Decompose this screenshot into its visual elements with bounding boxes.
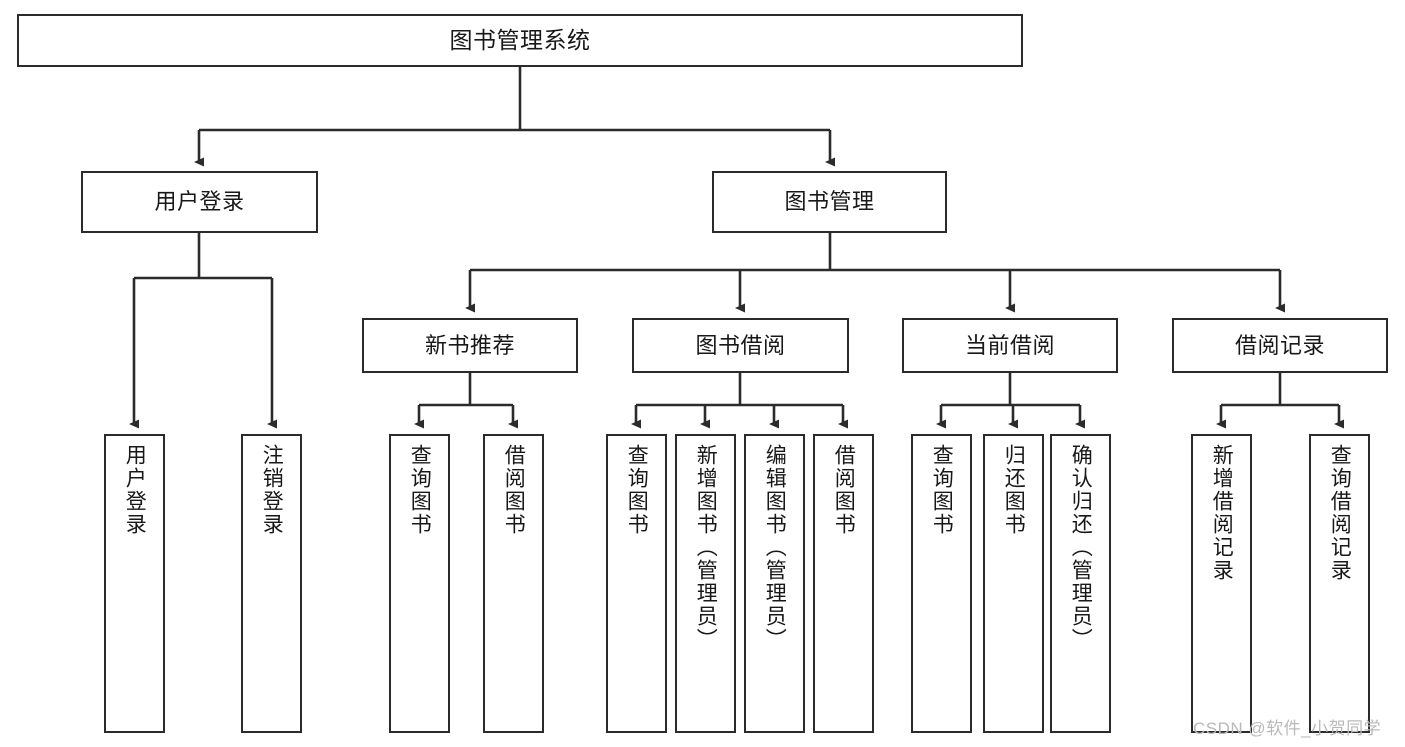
node-label: 查询图书 — [930, 444, 954, 536]
node-leaf-query-book-2[interactable]: 查询图书 — [606, 434, 667, 733]
node-label: 借阅图书 — [832, 444, 856, 536]
node-label: 查询图书 — [408, 444, 432, 536]
node-label: 新增图书（管理员） — [694, 444, 718, 651]
node-label: 借阅图书 — [502, 444, 526, 536]
node-label: 图书管理系统 — [449, 26, 591, 53]
node-leaf-query-borrow-record[interactable]: 查询借阅记录 — [1309, 434, 1370, 733]
node-leaf-borrow-book-1[interactable]: 借阅图书 — [483, 434, 544, 733]
node-root-system[interactable]: 图书管理系统 — [17, 14, 1023, 67]
node-leaf-logout-login[interactable]: 注销登录 — [241, 434, 302, 733]
node-leaf-edit-book-admin[interactable]: 编辑图书（管理员） — [744, 434, 805, 733]
node-leaf-add-book-admin[interactable]: 新增图书（管理员） — [675, 434, 736, 733]
node-user-login[interactable]: 用户登录 — [81, 171, 318, 233]
node-label: 编辑图书（管理员） — [763, 444, 787, 651]
node-label: 查询借阅记录 — [1328, 444, 1352, 582]
node-book-borrow[interactable]: 图书借阅 — [632, 318, 849, 373]
node-label: 用户登录 — [154, 189, 245, 215]
node-new-book-recommend[interactable]: 新书推荐 — [362, 318, 578, 373]
node-leaf-query-book-1[interactable]: 查询图书 — [389, 434, 450, 733]
node-leaf-query-book-3[interactable]: 查询图书 — [911, 434, 972, 733]
node-label: 图书管理 — [784, 189, 875, 215]
node-label: 查询图书 — [625, 444, 649, 536]
node-label: 图书借阅 — [695, 332, 786, 358]
node-label: 借阅记录 — [1234, 332, 1325, 358]
watermark-text: CSDN @软件_小贺同学 — [1193, 719, 1382, 738]
node-label: 用户登录 — [123, 444, 147, 536]
node-leaf-user-login[interactable]: 用户登录 — [104, 434, 165, 733]
node-label: 归还图书 — [1002, 444, 1026, 536]
node-book-manage[interactable]: 图书管理 — [712, 171, 947, 233]
node-label: 新书推荐 — [424, 332, 515, 358]
node-label: 注销登录 — [260, 444, 284, 536]
node-label: 确认归还（管理员） — [1069, 444, 1093, 651]
node-leaf-return-book[interactable]: 归还图书 — [983, 434, 1044, 733]
node-borrow-record[interactable]: 借阅记录 — [1172, 318, 1388, 373]
node-current-borrow[interactable]: 当前借阅 — [902, 318, 1118, 373]
node-leaf-add-borrow-record[interactable]: 新增借阅记录 — [1191, 434, 1252, 733]
node-leaf-borrow-book-2[interactable]: 借阅图书 — [813, 434, 874, 733]
node-leaf-confirm-return[interactable]: 确认归还（管理员） — [1050, 434, 1111, 733]
node-label: 新增借阅记录 — [1210, 444, 1234, 582]
node-label: 当前借阅 — [964, 332, 1055, 358]
